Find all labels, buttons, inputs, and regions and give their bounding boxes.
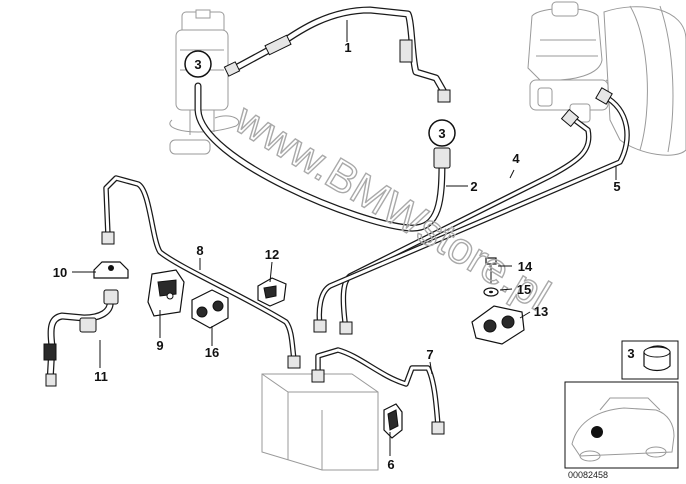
callout-8: 8 (196, 243, 203, 258)
grommet-6 (383, 403, 403, 439)
part-number: 00082458 (568, 470, 608, 480)
rear-axle-carrier (261, 373, 379, 471)
brake-hose-2 (194, 82, 451, 232)
brake-hose-1 (223, 6, 451, 103)
callout-2: 2 (470, 179, 477, 194)
inset-clip-3: 3 (621, 340, 679, 380)
inset-vehicle-location (564, 381, 679, 469)
bolt-14 (485, 257, 497, 284)
brake-pipe-4 (339, 108, 592, 335)
bracket-13 (471, 305, 525, 345)
callout-10: 10 (53, 265, 67, 280)
callout-circle-3-top: 3 (184, 50, 212, 78)
brake-pipe-8 (101, 175, 301, 369)
grommet-9 (147, 269, 185, 317)
brake-pipe-7 (311, 347, 445, 435)
callout-7: 7 (426, 347, 433, 362)
callout-3-label: 3 (194, 57, 201, 72)
callout-11: 11 (94, 369, 108, 384)
callout-14: 14 (518, 259, 533, 274)
inset-clip-label: 3 (627, 346, 634, 361)
callout-6: 6 (387, 457, 394, 472)
callout-9: 9 (156, 338, 163, 353)
leader-lines (72, 20, 617, 456)
callout-12: 12 (265, 247, 279, 262)
callout-labels: 1 2 4 5 6 7 8 9 10 11 12 13 14 15 16 (53, 40, 621, 472)
callout-4: 4 (512, 151, 520, 166)
callout-circle-3-mid: 3 (428, 119, 456, 147)
front-brake-hose-11 (43, 289, 119, 387)
clip-12 (257, 277, 287, 307)
washer-15 (483, 287, 499, 297)
brake-booster (603, 5, 686, 156)
callout-3-label: 3 (438, 126, 445, 141)
brake-pipe-5 (313, 87, 630, 333)
bracket-10 (93, 261, 129, 279)
callout-16: 16 (205, 345, 219, 360)
callout-15: 15 (517, 282, 531, 297)
callout-13: 13 (534, 304, 548, 319)
location-marker-icon (591, 426, 603, 438)
callout-1: 1 (344, 40, 351, 55)
clip-16 (191, 289, 229, 329)
callout-5: 5 (613, 179, 620, 194)
